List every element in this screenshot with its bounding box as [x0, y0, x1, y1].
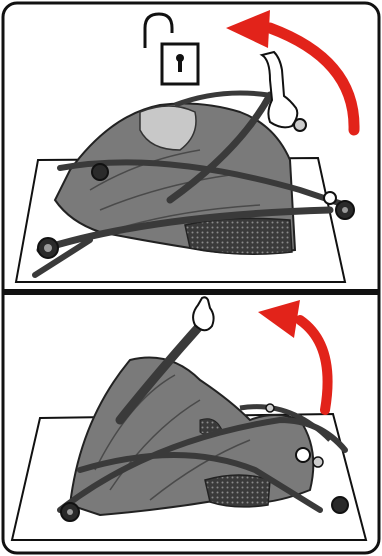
- instruction-illustration: [0, 0, 382, 556]
- instruction-sheet: [0, 0, 382, 556]
